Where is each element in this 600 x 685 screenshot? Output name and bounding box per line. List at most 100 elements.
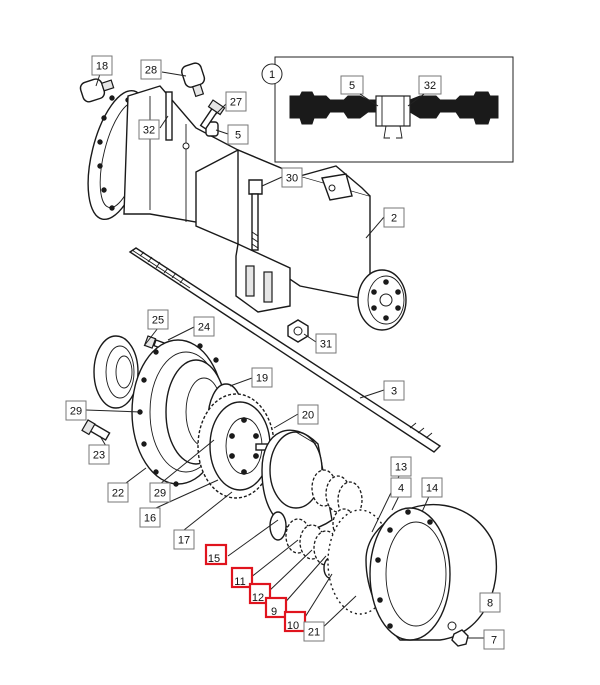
callout-box: [230, 566, 254, 589]
callout-number: 22: [112, 488, 124, 500]
callout-number: 10: [287, 620, 299, 632]
callout-25: 25: [147, 309, 169, 330]
callout-box: [281, 167, 303, 188]
callout-number: 7: [491, 635, 497, 647]
callout-number: 13: [395, 462, 407, 474]
callout-box: [138, 119, 160, 140]
callout-number: 4: [398, 483, 404, 495]
callout-box: [383, 207, 405, 228]
callout-31: 31: [315, 333, 337, 354]
callout-number: 16: [144, 513, 156, 525]
callout-19: 19: [251, 367, 273, 388]
callout-box: [139, 507, 161, 528]
callout-number: 23: [93, 450, 105, 462]
callout-box: [147, 309, 169, 330]
callout-number: 24: [198, 322, 210, 334]
annulus-20: [261, 429, 333, 531]
callout-number: 25: [152, 315, 164, 327]
callout-box: [390, 477, 412, 498]
callout-14: 14: [421, 477, 443, 498]
inset-panel: 1 5 32: [261, 56, 514, 163]
callout-box: [315, 333, 337, 354]
callout-box: [303, 621, 325, 642]
callout-2: 2: [383, 207, 405, 228]
callout-10-highlighted: 10: [283, 610, 307, 633]
callout-box: [227, 124, 249, 145]
callout-30: 30: [281, 167, 303, 188]
callout-number: 17: [178, 535, 190, 547]
callout-number: 29: [154, 488, 166, 500]
callout-number: 5: [235, 130, 241, 142]
callout-number: 15: [208, 553, 220, 565]
callout-15-highlighted: 15: [204, 543, 228, 566]
callout-box: [107, 482, 129, 503]
callout-box: [91, 55, 113, 76]
callout-box: [479, 592, 501, 613]
inset-callout: 1: [269, 69, 275, 81]
callout-17: 17: [173, 529, 195, 550]
callout-box: [251, 367, 273, 388]
callout-9-highlighted: 9: [264, 596, 288, 619]
ring-gear-16: [197, 393, 279, 499]
callout-box: [483, 629, 505, 650]
callout-number: 3: [391, 386, 397, 398]
callout-number: 12: [252, 592, 264, 604]
callout-box: [297, 404, 319, 425]
callout-29: 29: [65, 400, 87, 421]
callout-7: 7: [483, 629, 505, 650]
callout-number: 29: [70, 406, 82, 418]
callout-number: 2: [391, 213, 397, 225]
callout-29: 29: [149, 482, 171, 503]
callout-21: 21: [303, 621, 325, 642]
callout-3: 3: [383, 380, 405, 401]
callout-number: 14: [426, 483, 438, 495]
callout-22: 22: [107, 482, 129, 503]
callout-box: [88, 444, 110, 465]
callout-24: 24: [193, 316, 215, 337]
callout-4: 4: [390, 477, 412, 498]
inset-label-5: 5: [349, 80, 355, 92]
callout-number: 20: [302, 410, 314, 422]
callout-20: 20: [297, 404, 319, 425]
callout-box: [140, 59, 162, 80]
plugs: [79, 62, 226, 130]
callout-11-highlighted: 11: [230, 566, 254, 589]
nut-31: [287, 319, 309, 343]
plug-7: [451, 629, 469, 647]
callout-box: [65, 400, 87, 421]
callout-32: 32: [138, 119, 160, 140]
callout-8: 8: [479, 592, 501, 613]
callout-box: [173, 529, 195, 550]
callout-box: [421, 477, 443, 498]
callout-box: [225, 91, 247, 112]
callout-number: 21: [308, 627, 320, 639]
callout-box: [204, 543, 228, 566]
callout-16: 16: [139, 507, 161, 528]
callout-number: 28: [145, 65, 157, 77]
seal-25: [93, 335, 139, 409]
callout-box: [383, 380, 405, 401]
callout-box: [390, 456, 412, 477]
callout-27: 27: [225, 91, 247, 112]
callout-28: 28: [140, 59, 162, 80]
callout-13: 13: [390, 456, 412, 477]
half-shaft: [128, 247, 442, 453]
callout-number: 19: [256, 373, 268, 385]
callout-5: 5: [227, 124, 249, 145]
callout-box: [149, 482, 171, 503]
callout-number: 32: [143, 125, 155, 137]
callout-number: 30: [286, 173, 298, 185]
hub-cover-8: [327, 503, 498, 641]
callout-number: 11: [234, 576, 245, 588]
inset-label-32: 32: [424, 80, 436, 92]
callout-box: [264, 596, 288, 619]
callout-number: 18: [96, 61, 108, 73]
callout-18: 18: [91, 55, 113, 76]
callout-number: 31: [320, 339, 332, 351]
callout-23: 23: [88, 444, 110, 465]
callout-number: 9: [271, 606, 277, 618]
callout-box: [193, 316, 215, 337]
callout-number: 27: [230, 97, 242, 109]
